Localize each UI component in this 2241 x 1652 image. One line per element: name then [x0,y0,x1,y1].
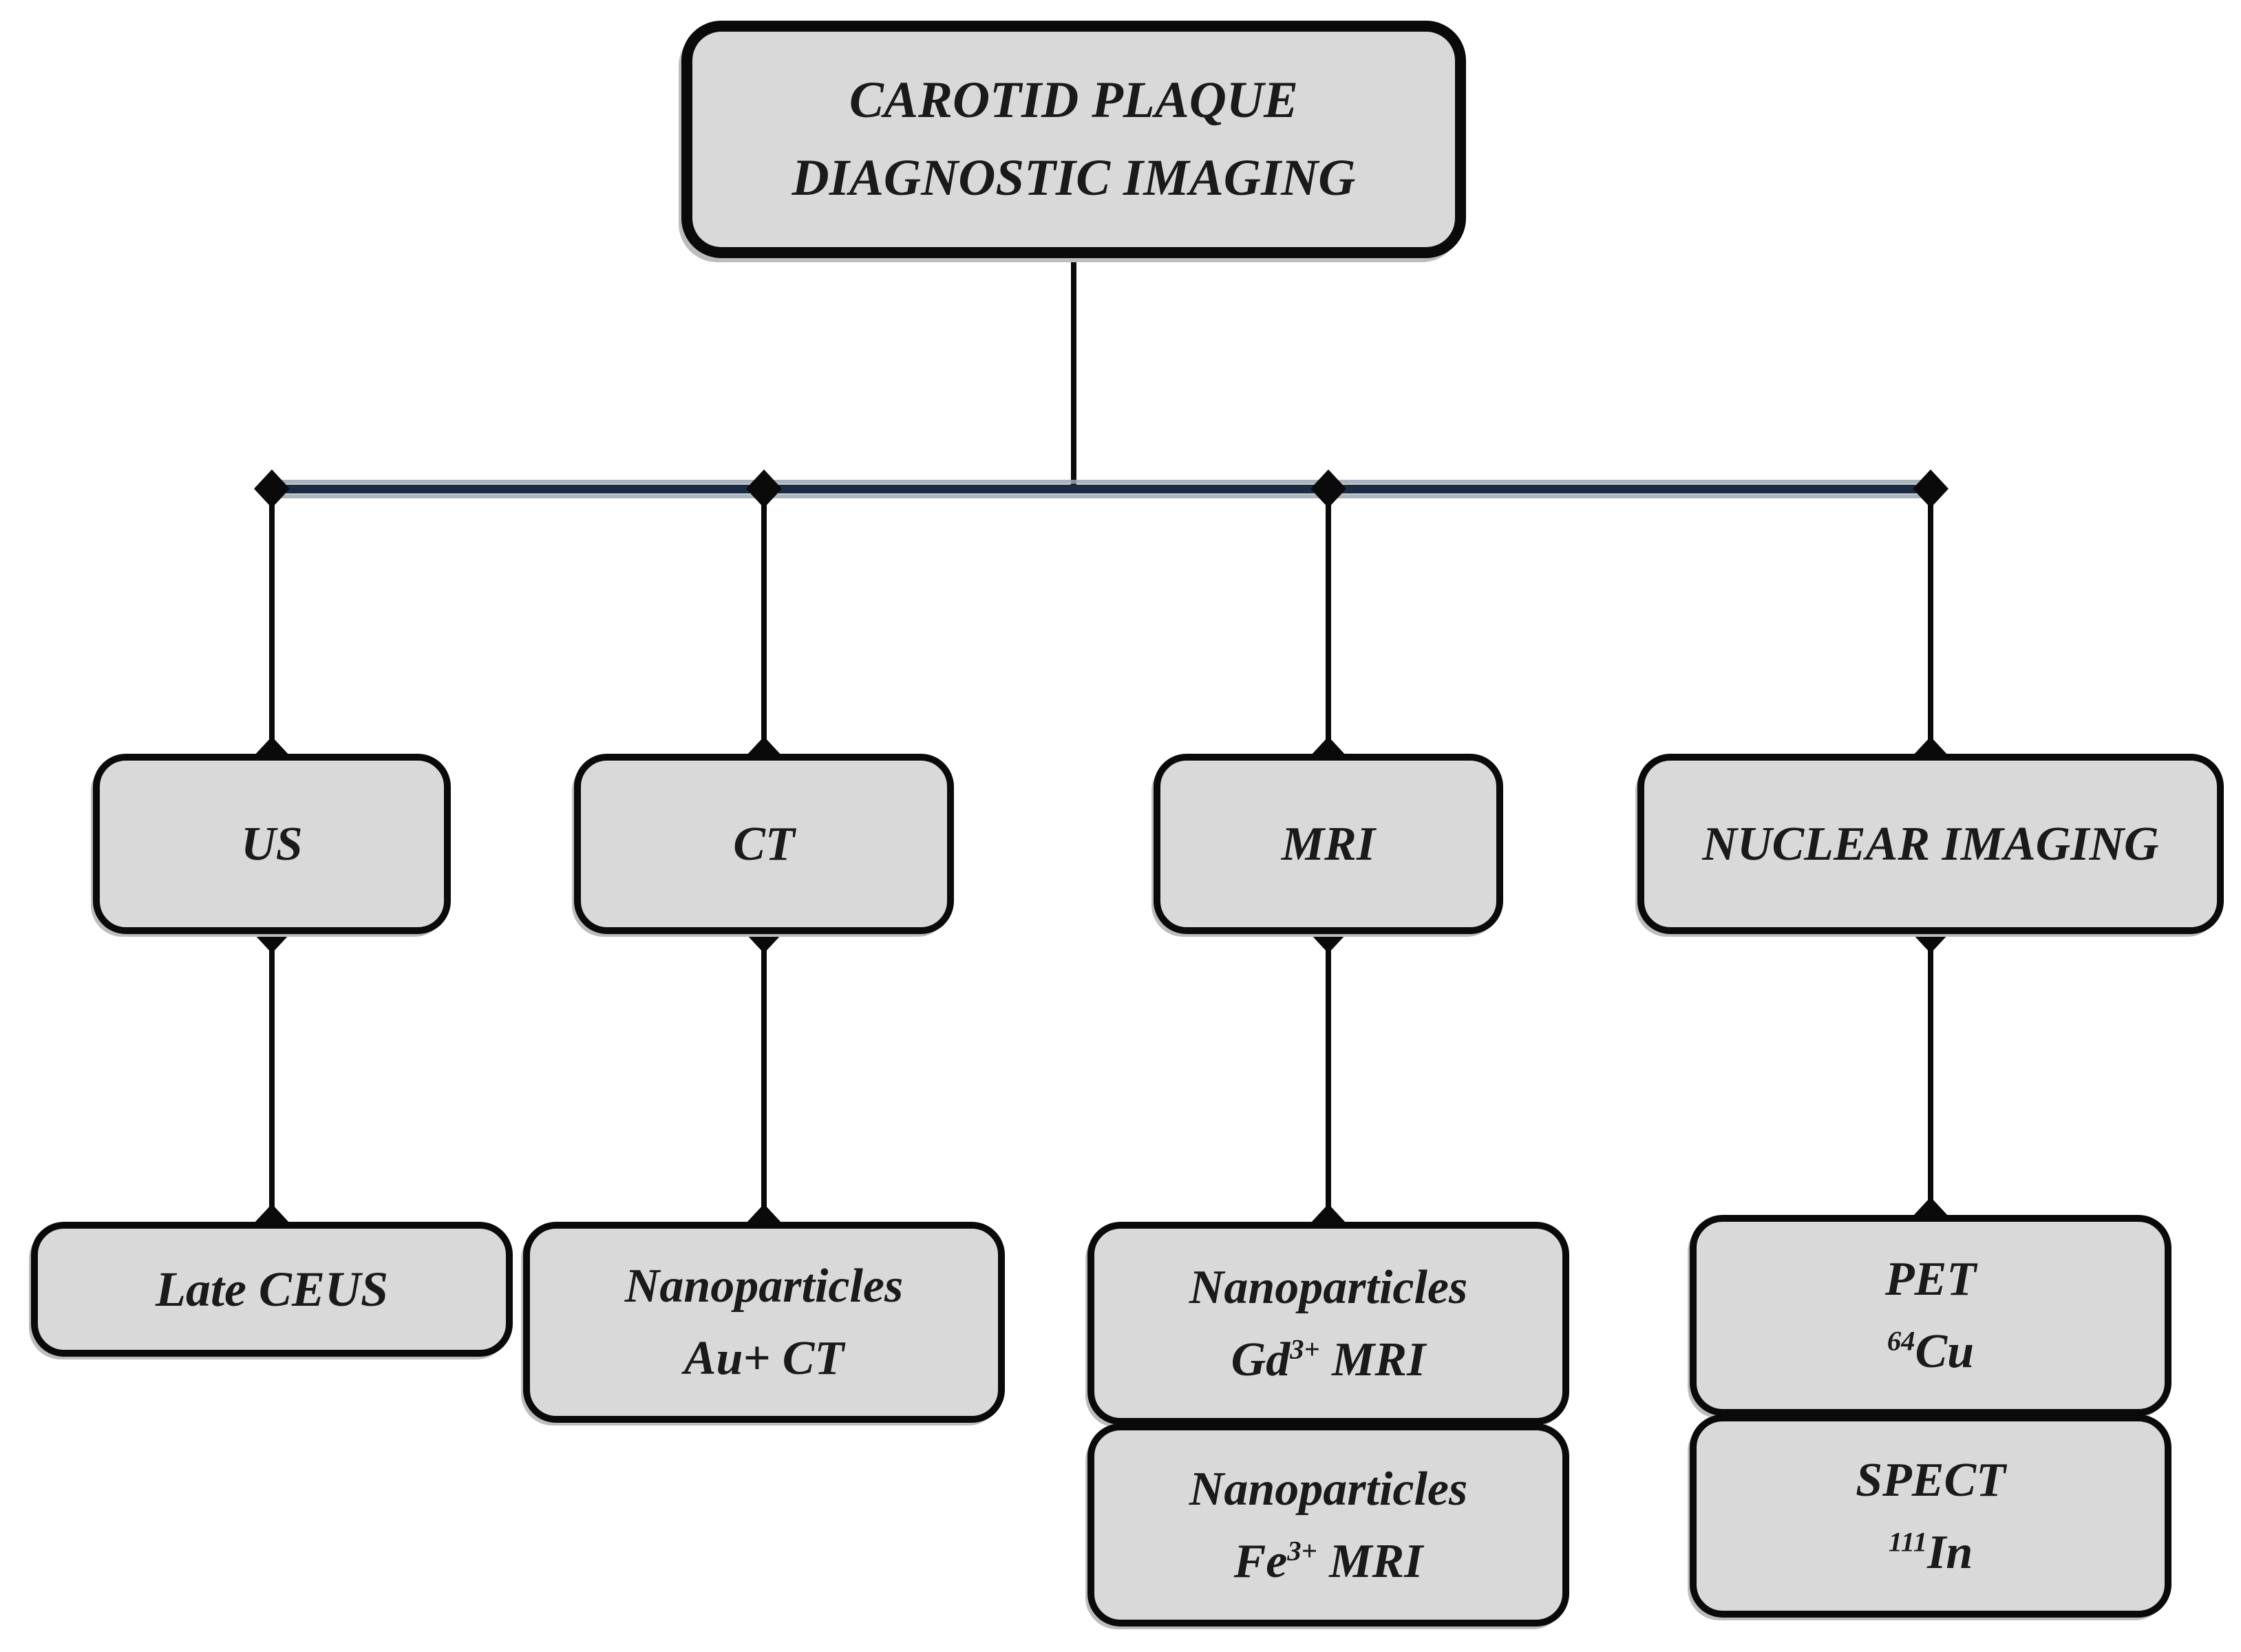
node-au-ct-line2-base: Au+ CT [683,1332,845,1385]
node-spect-line1: SPECT [1856,1453,2006,1507]
connector-bus-to-nuclear [1928,489,1933,759]
node-pet-line2-rest: Cu [1915,1325,1975,1378]
node-nanoparticles-gd-mri: Nanoparticles Gd3+ MRI [1087,1222,1569,1425]
branch-bus-line [272,485,1932,494]
node-fe-mri-line2: Fe3+ MRI [1234,1525,1423,1598]
connector-bus-to-mri [1326,489,1331,759]
node-ct: CT [574,754,954,934]
node-mri: MRI [1154,754,1503,934]
diamond-bus-ct [746,469,782,508]
node-late-ceus: Late CEUS [31,1222,513,1357]
node-spect-line2-rest: In [1927,1525,1973,1579]
node-us: US [93,754,451,934]
branch-bus-shadow-bottom [272,494,1932,498]
node-gd-mri-line2-base: Gd [1231,1333,1291,1386]
node-pet-line1: PET [1884,1253,1977,1306]
node-fe-mri-line2-sup: 3+ [1287,1535,1317,1567]
node-root-label-line2: DIAGNOSTIC IMAGING [792,149,1356,206]
root-stem-connector [1071,256,1076,490]
connector-bus-to-us [269,489,275,759]
connector-us-to-late-ceus [269,933,275,1226]
node-spect-line2: 111In [1889,1516,1973,1589]
connector-nuclear-to-pet [1928,933,1933,1219]
node-spect-line2-sup: 111 [1888,1526,1928,1558]
node-au-ct-line1: Nanoparticles [624,1260,904,1313]
node-pet: PET 64Cu [1690,1215,2171,1416]
node-mri-label: MRI [1281,817,1376,871]
diamond-bus-mri [1310,469,1346,508]
node-us-label: US [241,817,303,871]
node-nuclear-imaging-label: NUCLEAR IMAGING [1702,817,2159,871]
node-root: CAROTID PLAQUE DIAGNOSTIC IMAGING [681,21,1466,258]
node-gd-mri-line2: Gd3+ MRI [1231,1324,1426,1396]
node-nanoparticles-au-ct: Nanoparticles Au+ CT [523,1222,1005,1423]
node-nuclear-imaging: NUCLEAR IMAGING [1637,754,2224,934]
node-au-ct-line2: Au+ CT [684,1322,844,1395]
node-nanoparticles-fe-mri: Nanoparticles Fe3+ MRI [1087,1423,1569,1627]
node-fe-mri-line2-base: Fe [1233,1534,1288,1588]
node-spect: SPECT 111In [1690,1415,2171,1618]
connector-bus-to-ct [761,489,767,759]
node-ct-label: CT [733,817,795,871]
node-pet-line2-sup: 64 [1887,1325,1915,1357]
node-root-label-line1: CAROTID PLAQUE [849,72,1299,129]
node-gd-mri-line2-rest: MRI [1319,1333,1426,1386]
node-fe-mri-line1: Nanoparticles [1189,1462,1468,1516]
diamond-bus-nuclear [1913,469,1948,508]
node-fe-mri-line2-rest: MRI [1317,1534,1423,1588]
connector-ct-to-au-ct [761,933,767,1226]
branch-bus-shadow-top [272,480,1932,484]
diamond-bus-us [254,469,290,508]
node-gd-mri-line1: Nanoparticles [1189,1260,1468,1314]
node-late-ceus-label: Late CEUS [155,1262,389,1317]
node-pet-line2: 64Cu [1887,1315,1974,1388]
connector-mri-to-gd-mri [1326,933,1331,1226]
node-gd-mri-line2-sup: 3+ [1290,1333,1320,1365]
